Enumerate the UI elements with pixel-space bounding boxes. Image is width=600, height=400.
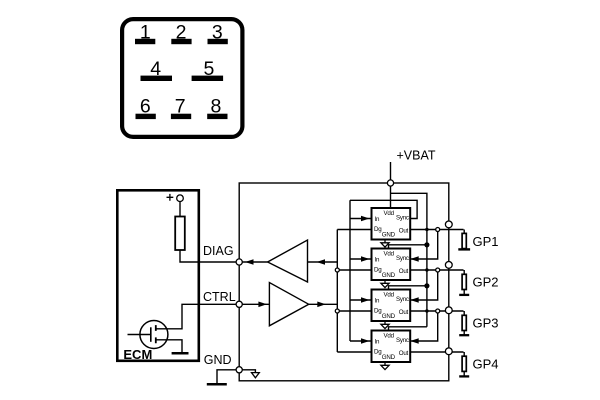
svg-text:Dg: Dg <box>374 267 382 274</box>
svg-text:GND: GND <box>382 313 396 320</box>
svg-text:GND: GND <box>382 232 396 239</box>
svg-text:Sync: Sync <box>396 255 409 262</box>
svg-text:In: In <box>375 216 380 223</box>
svg-text:Vdd: Vdd <box>384 333 395 340</box>
svg-text:Out: Out <box>399 309 409 316</box>
svg-text:DIAG: DIAG <box>203 244 234 258</box>
svg-text:GND: GND <box>204 353 232 367</box>
svg-text:GP1: GP1 <box>473 234 499 249</box>
svg-text:Sync: Sync <box>396 337 409 344</box>
svg-text:GP2: GP2 <box>473 275 499 290</box>
svg-text:Sync: Sync <box>396 215 409 222</box>
svg-text:Out: Out <box>399 350 409 357</box>
svg-text:1: 1 <box>140 21 151 43</box>
svg-text:Vdd: Vdd <box>384 292 395 299</box>
svg-text:7: 7 <box>175 96 186 118</box>
svg-text:GND: GND <box>382 272 396 279</box>
svg-text:GP3: GP3 <box>473 316 499 331</box>
svg-text:GND: GND <box>382 354 396 361</box>
svg-text:3: 3 <box>212 21 223 43</box>
svg-text:Out: Out <box>399 268 409 275</box>
svg-text:Dg: Dg <box>374 308 382 315</box>
svg-text:6: 6 <box>140 96 151 118</box>
svg-text:Out: Out <box>399 228 409 235</box>
svg-text:8: 8 <box>210 96 221 118</box>
svg-text:Dg: Dg <box>374 349 382 356</box>
svg-text:CTRL: CTRL <box>203 290 236 304</box>
svg-text:4: 4 <box>150 58 161 80</box>
svg-text:Vdd: Vdd <box>384 210 395 217</box>
svg-text:In: In <box>375 298 380 305</box>
svg-text:5: 5 <box>203 58 214 80</box>
svg-text:In: In <box>375 257 380 264</box>
svg-text:Dg: Dg <box>374 226 382 233</box>
svg-text:2: 2 <box>176 21 187 43</box>
svg-text:GP4: GP4 <box>473 357 499 372</box>
svg-text:Sync: Sync <box>396 296 409 303</box>
svg-text:+VBAT: +VBAT <box>397 149 436 163</box>
svg-text:In: In <box>375 339 380 346</box>
svg-text:Vdd: Vdd <box>384 251 395 258</box>
svg-text:ECM: ECM <box>123 347 152 362</box>
